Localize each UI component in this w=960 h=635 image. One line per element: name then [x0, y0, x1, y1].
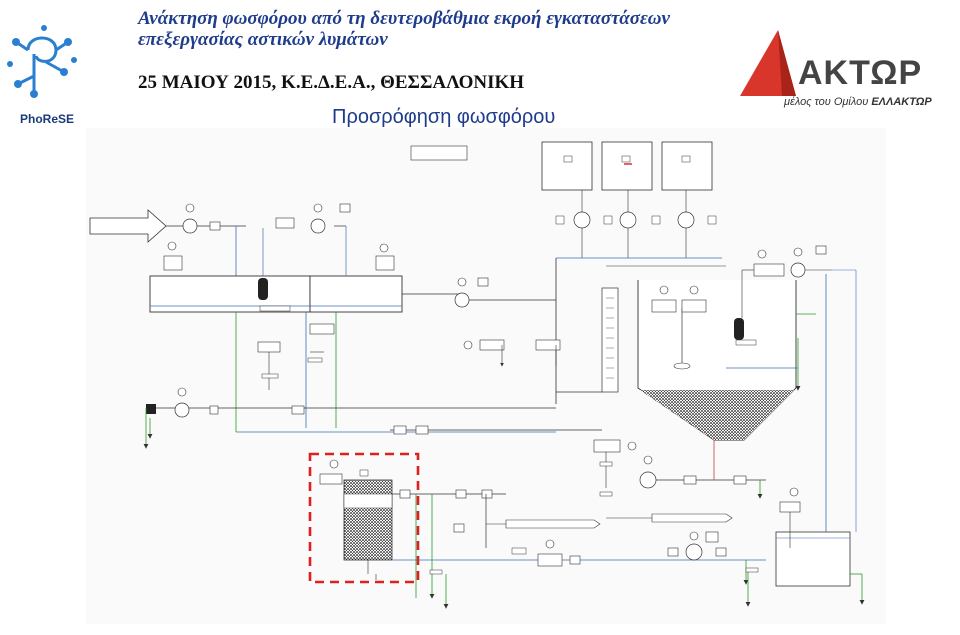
- phorese-logo: PhoReSE: [6, 20, 88, 130]
- sand-column: [601, 287, 619, 393]
- inlet-arrow: [89, 209, 167, 243]
- page-title: Ανάκτηση φωσφόρου από τη δευτεροβάθμια ε…: [138, 8, 670, 50]
- sludge-bed: [640, 390, 794, 440]
- pump-pp002: [454, 292, 470, 308]
- outlet-tag-1: [505, 519, 601, 529]
- section-heading: Προσρόφηση φωσφόρου: [332, 106, 556, 128]
- tank-top002: [601, 141, 653, 191]
- outlet-tag-2: [651, 513, 733, 523]
- tank-top003: [661, 141, 713, 191]
- red-triangle-icon: [740, 30, 796, 96]
- aktor-brand: ΑΚΤΩΡ: [798, 54, 923, 92]
- process-flow-diagram: [86, 128, 886, 624]
- logo-wordmark: PhoReSE: [19, 112, 74, 126]
- adsorption-highlight-box: [308, 452, 420, 584]
- aktor-logo: ΑΚΤΩΡ μέλος του Ομίλου ΕΛΛΑΚΤΩΡ: [734, 22, 946, 118]
- legend-box: [410, 145, 468, 161]
- aktor-tagline: μέλος του Ομίλου ΕΛΛΑΚΤΩΡ: [784, 96, 932, 108]
- pump-pu001: [182, 218, 198, 234]
- tagline-prefix: μέλος του Ομίλου: [784, 96, 869, 108]
- phosphorus-network-icon: [7, 25, 77, 98]
- adsorption-column: [343, 479, 393, 561]
- tagline-group: ΕΛΛΑΚΤΩΡ: [871, 96, 932, 108]
- tank-top001: [541, 141, 593, 191]
- tank-t002: [309, 275, 403, 313]
- page-subtitle: 25 ΜΑΙΟΥ 2015, Κ.Ε.Δ.Ε.Α., ΘΕΣΣΑΛΟΝΙΚΗ: [138, 72, 525, 93]
- tank-collection: [775, 531, 851, 587]
- heater-element: [258, 278, 268, 300]
- pid-drawing: [89, 141, 865, 609]
